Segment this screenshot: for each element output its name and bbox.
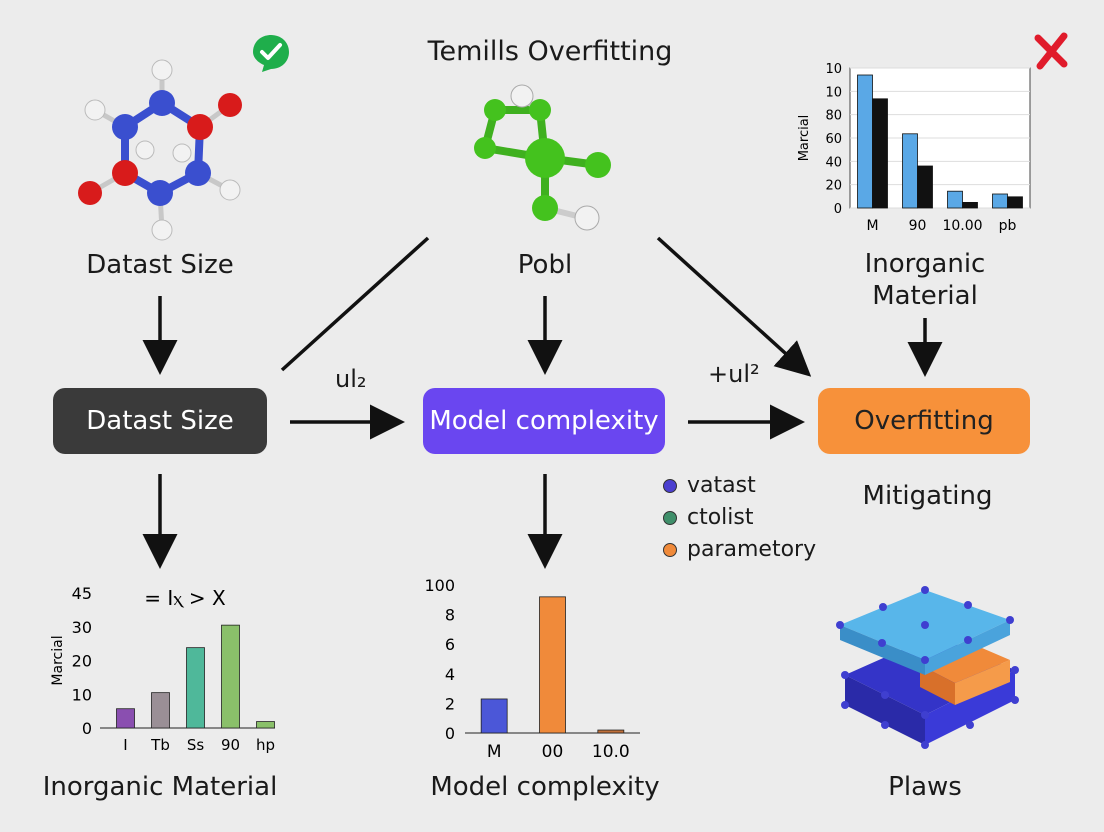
- legend-dot: [663, 542, 677, 557]
- y-tick-label: 0: [834, 202, 842, 217]
- y-tick-label: 6: [445, 635, 455, 654]
- y-tick-label: 10: [72, 685, 92, 704]
- plaws-label: Plaws: [888, 772, 962, 802]
- x-tick-label: 90: [221, 736, 240, 754]
- bar: [872, 98, 888, 209]
- x-tick-label: 10.0: [592, 742, 630, 762]
- dataset-size-box: Datast Size: [53, 388, 267, 454]
- bar: [151, 692, 170, 729]
- diagram-title: Temills Overfitting: [427, 36, 673, 67]
- y-tick-label: 40: [825, 155, 842, 170]
- edge-label-left: ul₂: [335, 365, 367, 393]
- cross-icon: [1034, 32, 1068, 70]
- pobl-label: Pobl: [517, 250, 573, 280]
- mitigating-label: Mitigating: [862, 481, 993, 511]
- bar: [917, 165, 933, 209]
- y-tick-label: 0: [445, 724, 455, 743]
- molecule-green-icon: [474, 84, 611, 231]
- y-tick-label: 8: [445, 606, 455, 625]
- bar: [256, 721, 275, 729]
- x-tick-label: 90: [909, 218, 927, 234]
- x-tick-label: Ss: [187, 736, 205, 754]
- bar: [539, 596, 566, 734]
- y-axis-label: Marcial: [50, 635, 66, 685]
- legend-dot: [663, 478, 677, 493]
- edge-label-right: +ul²: [708, 360, 760, 388]
- legend-dot: [663, 510, 677, 525]
- y-tick-label: 10: [825, 85, 842, 100]
- x-tick-label: M: [487, 742, 502, 762]
- legend-label: parametory: [687, 537, 817, 562]
- legend-label: vatast: [687, 473, 756, 498]
- legend-item-parametory: parametory: [663, 537, 816, 562]
- legend-label: ctolist: [687, 505, 754, 530]
- legend-item-vatast: vatast: [663, 473, 756, 498]
- y-tick-label: 10: [825, 62, 842, 77]
- crystal-structure-icon: [836, 586, 1019, 749]
- inorganic-material-label-bottom: Inorganic Material: [42, 772, 278, 802]
- y-tick-label: 45: [72, 584, 92, 603]
- y-tick-label: 20: [825, 179, 842, 194]
- legend-item-ctolist: ctolist: [663, 505, 754, 530]
- y-tick-label: 2: [445, 694, 455, 713]
- x-tick-label: Tb: [150, 736, 170, 754]
- bar: [962, 201, 978, 209]
- bar: [947, 190, 963, 209]
- molecule-ring-icon: [78, 59, 242, 241]
- x-tick-label: pb: [999, 218, 1017, 234]
- bar: [186, 647, 205, 729]
- x-tick-label: I: [123, 736, 127, 754]
- overfitting-box: Overfitting: [818, 388, 1030, 454]
- dataset-size-label: Datast Size: [86, 250, 234, 280]
- inorganic-material-label-top: Inorganic Material: [840, 248, 1010, 312]
- bar: [597, 729, 625, 734]
- check-icon: [253, 35, 289, 72]
- y-tick-label: 80: [825, 109, 842, 124]
- model-complexity-label-bottom: Model complexity: [430, 772, 660, 802]
- y-tick-label: 60: [825, 132, 842, 147]
- x-tick-label: hp: [256, 736, 275, 754]
- bar: [480, 698, 508, 734]
- inorganic-line: Inorganic Material: [864, 249, 986, 311]
- y-tick-label: 20: [72, 652, 92, 671]
- x-tick-label: M: [866, 218, 878, 234]
- chart-annotation: = Iⲭ > X: [144, 586, 226, 610]
- bar: [116, 708, 135, 729]
- y-tick-label: 0: [82, 719, 92, 738]
- y-tick-label: 4: [445, 665, 455, 684]
- y-tick-label: 100: [424, 576, 455, 595]
- y-axis-label: Marcial: [797, 115, 812, 162]
- x-tick-label: 10.00: [942, 218, 982, 234]
- model-complexity-box: Model complexity: [423, 388, 665, 454]
- bar: [221, 624, 240, 729]
- bar: [1007, 196, 1023, 209]
- y-tick-label: 30: [72, 618, 92, 637]
- x-tick-label: 00: [542, 742, 564, 762]
